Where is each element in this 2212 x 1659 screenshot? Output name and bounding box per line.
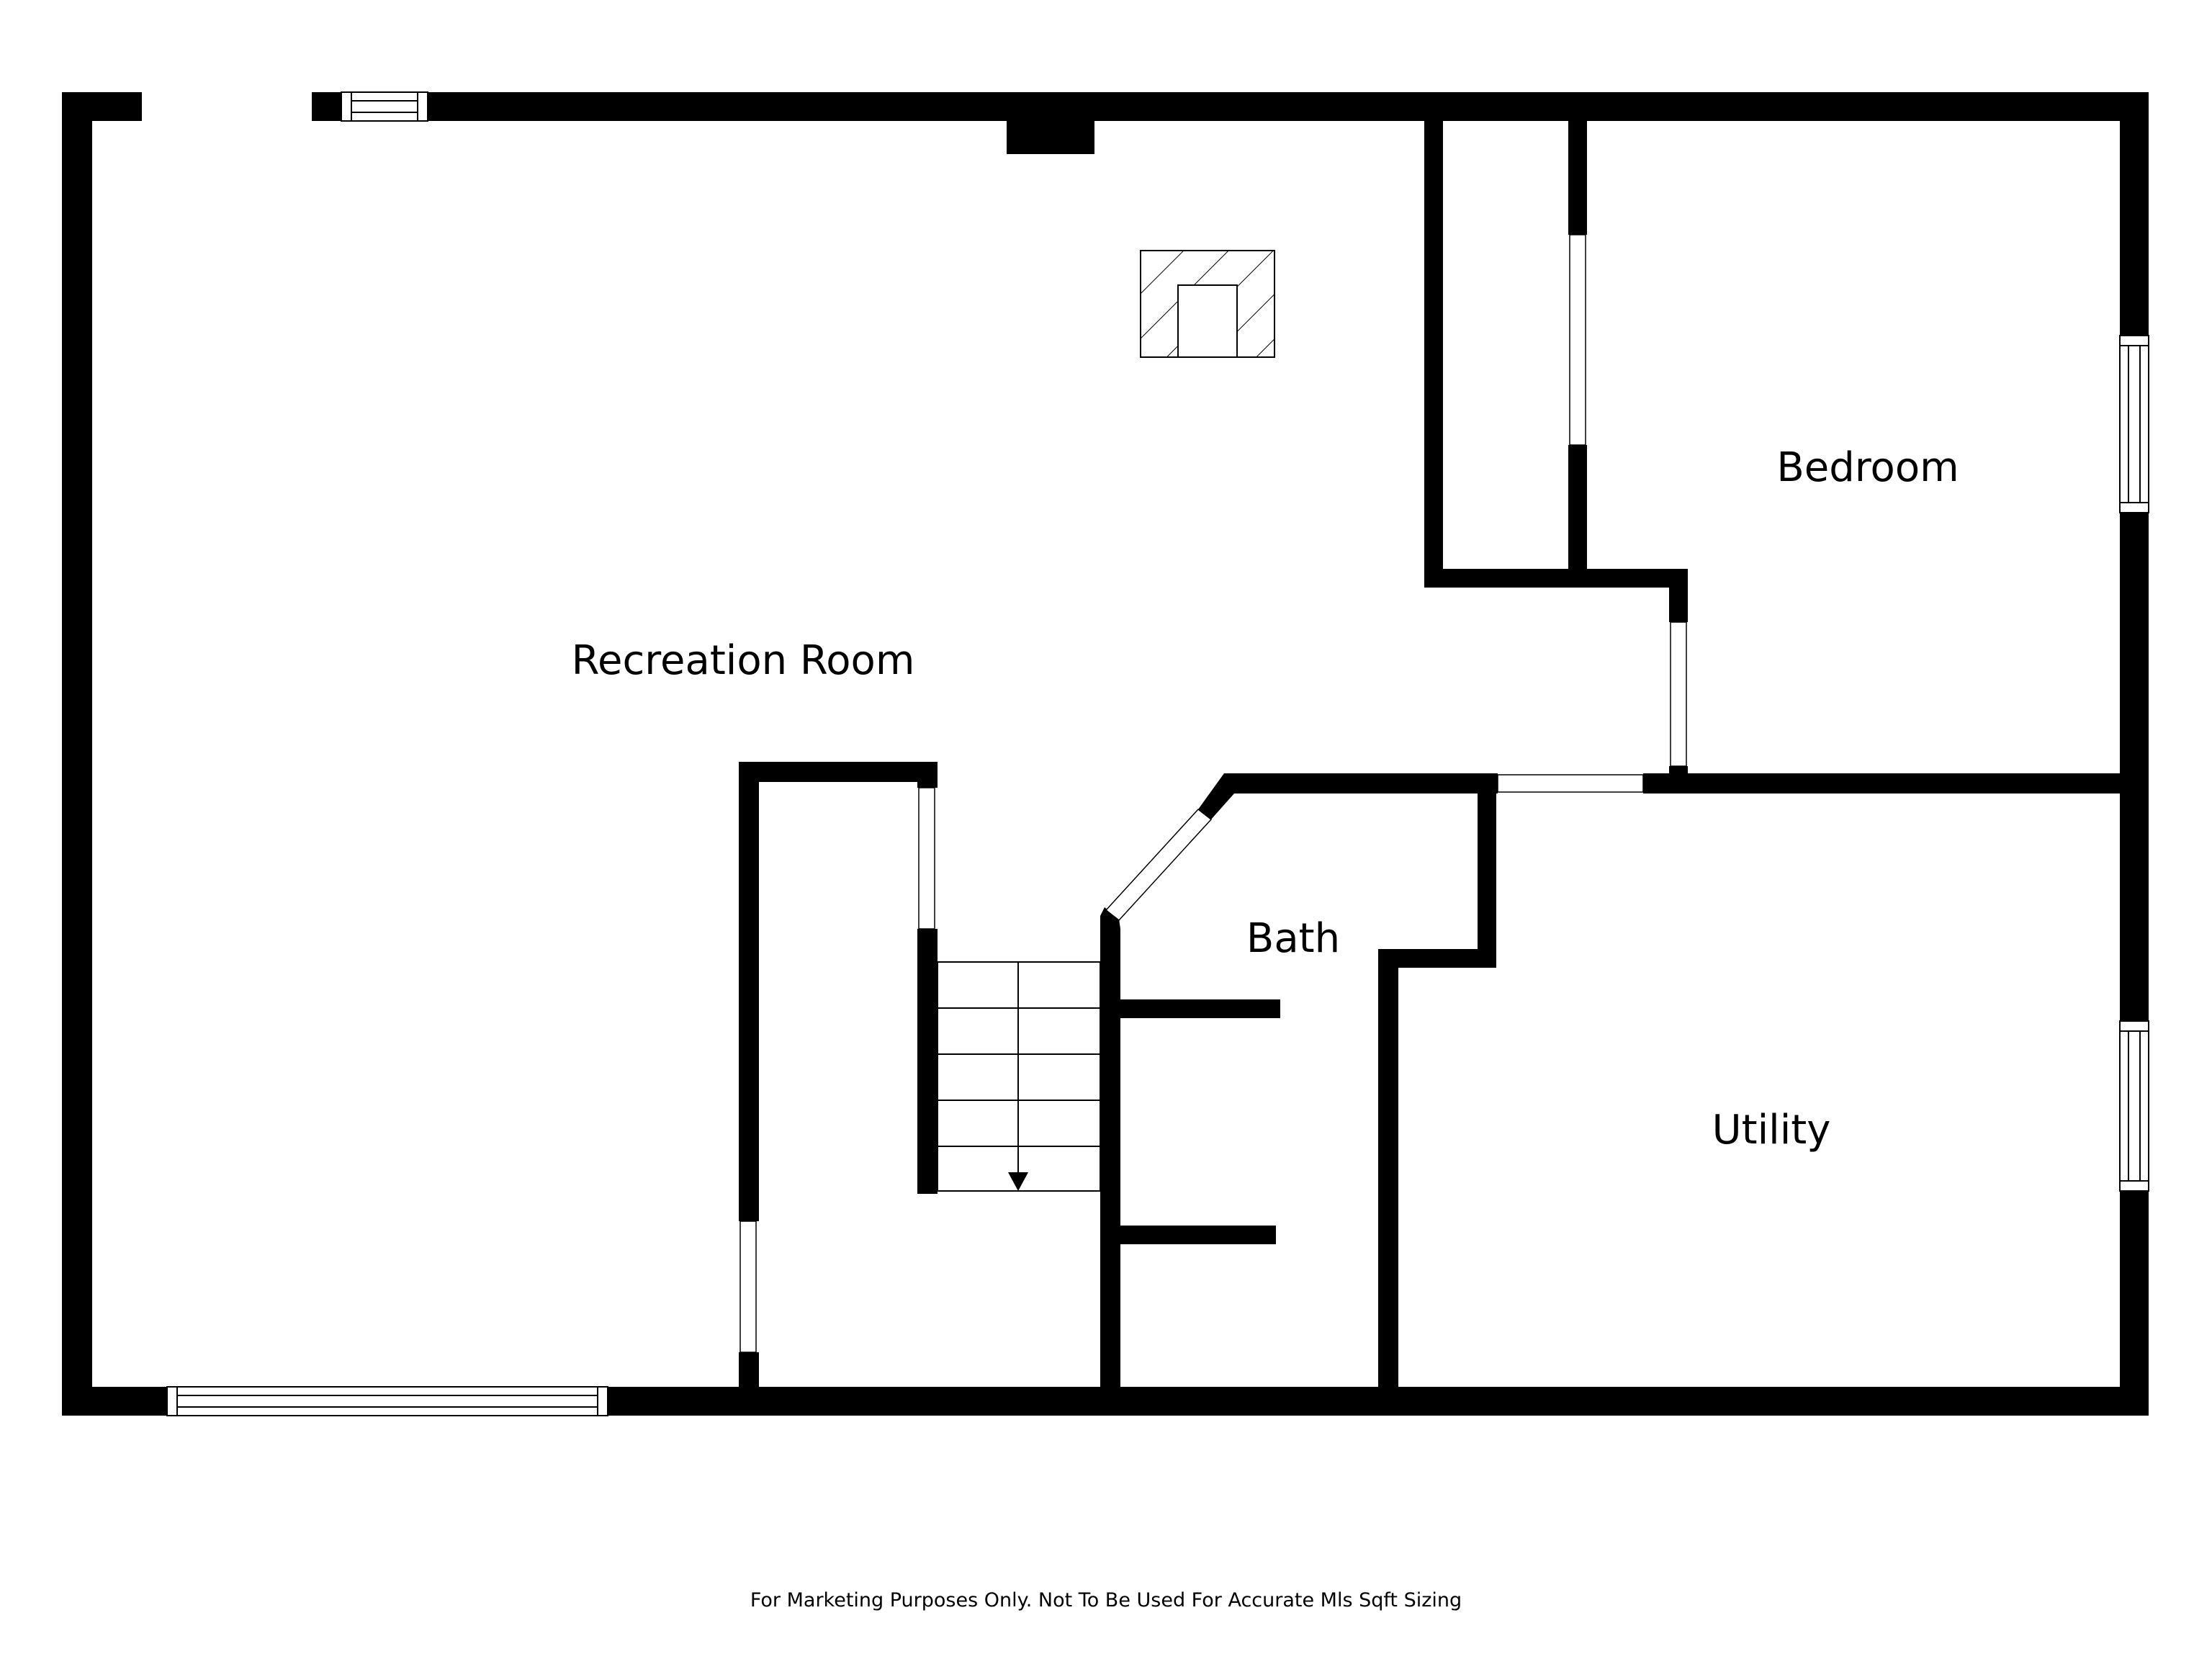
stair-direction-arrow-icon xyxy=(1008,1172,1028,1191)
doorways xyxy=(739,234,1687,1353)
window-utility xyxy=(2119,1020,2149,1192)
windows xyxy=(142,91,2149,1416)
fireplace-icon xyxy=(1140,250,1275,358)
disclaimer-text: For Marketing Purposes Only. Not To Be U… xyxy=(750,1589,1462,1611)
room-label-utility: Utility xyxy=(1712,1107,1831,1154)
room-label-bedroom: Bedroom xyxy=(1776,444,1959,491)
stairs xyxy=(937,961,1101,1192)
interior-walls xyxy=(739,121,2149,1395)
room-label-recreation-room: Recreation Room xyxy=(572,637,915,684)
window-top xyxy=(341,91,428,122)
window-top-left-opening xyxy=(142,91,312,122)
room-label-bath: Bath xyxy=(1246,915,1340,962)
window-bottom xyxy=(166,1386,608,1416)
window-bedroom xyxy=(2119,335,2149,513)
